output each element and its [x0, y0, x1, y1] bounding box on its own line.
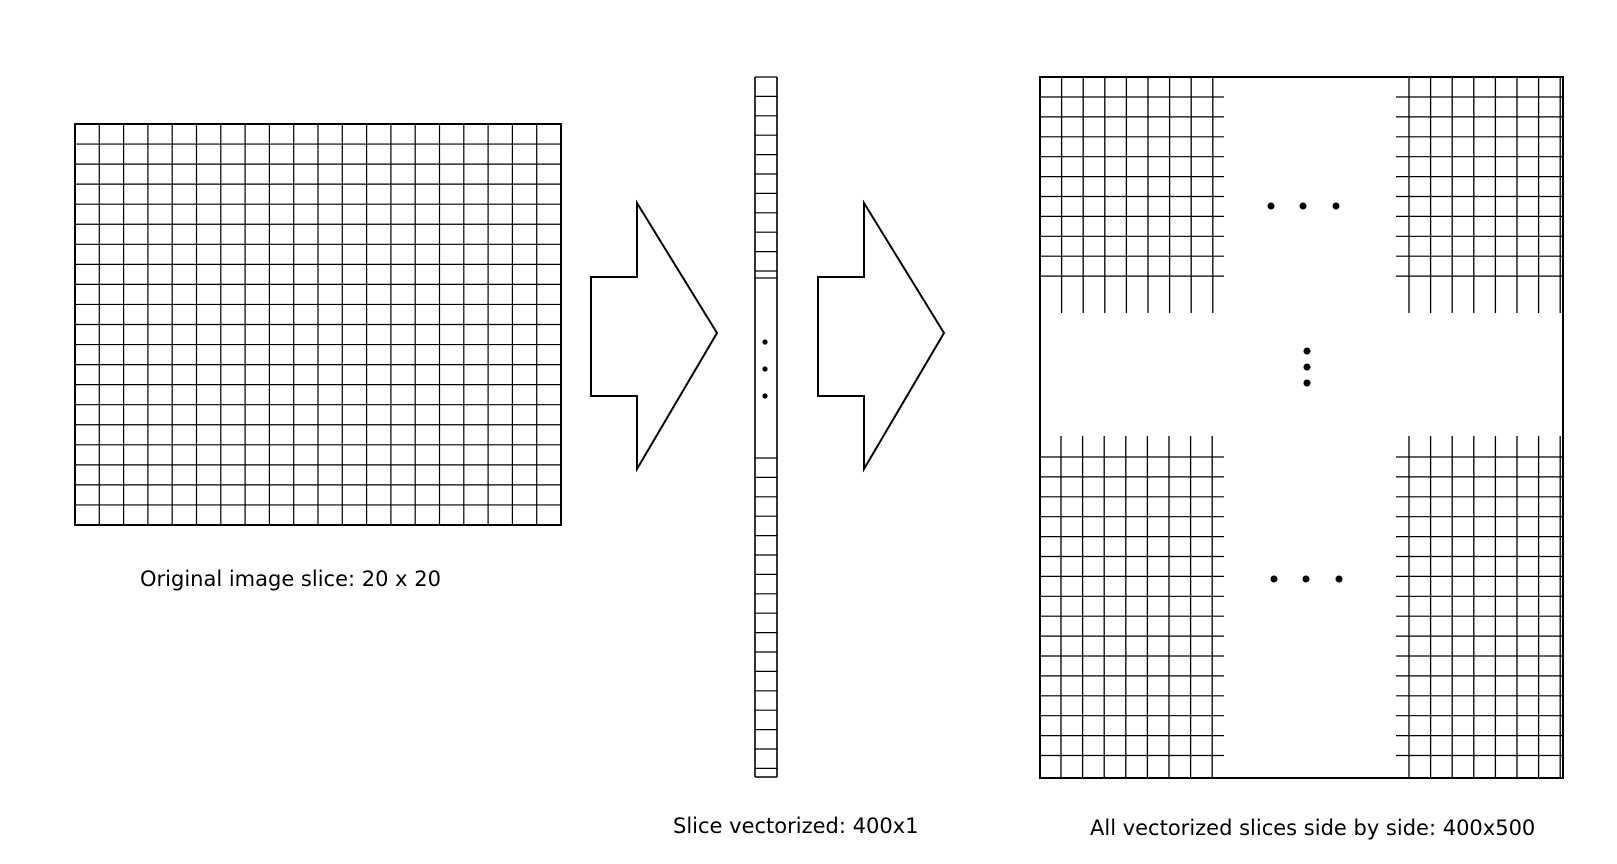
ellipsis-dot [1299, 202, 1307, 210]
vectorized-slice-column [754, 76, 778, 778]
slices-block-bottom-left [1040, 436, 1224, 778]
ellipsis-dot [1267, 202, 1275, 210]
all-slices-frame [1039, 76, 1564, 779]
vectorized-slice-panel: Slice vectorized: 400x1 [673, 76, 918, 838]
slices-block-top-left [1039, 77, 1224, 313]
arrow-right-2 [817, 199, 946, 473]
all-slices-caption: All vectorized slices side by side: 400x… [1090, 816, 1535, 840]
all-slices-panel: All vectorized slices side by side: 400x… [1039, 76, 1564, 840]
vertical-ellipsis [762, 339, 768, 399]
ellipsis-dot [1335, 575, 1343, 583]
ellipsis-dot [1303, 379, 1311, 387]
ellipsis-dot [762, 366, 768, 372]
horizontal-ellipsis-bottom [1270, 575, 1343, 583]
vertical-ellipsis-center [1303, 347, 1311, 387]
vectorized-slice-caption: Slice vectorized: 400x1 [673, 814, 918, 838]
ellipsis-dot [1302, 575, 1310, 583]
arrow-right-1 [590, 199, 719, 473]
original-slice-panel: Original image slice: 20 x 20 [74, 123, 562, 591]
slices-block-bottom-right [1396, 436, 1563, 778]
original-slice-caption: Original image slice: 20 x 20 [140, 567, 441, 591]
slices-block-top-right [1396, 77, 1563, 313]
ellipsis-dot [1332, 202, 1340, 210]
ellipsis-dot [1303, 347, 1311, 355]
ellipsis-dot [1303, 363, 1311, 371]
horizontal-ellipsis-top [1267, 202, 1340, 210]
ellipsis-dot [1270, 575, 1278, 583]
original-slice-grid [74, 123, 562, 526]
ellipsis-dot [762, 393, 768, 399]
ellipsis-dot [762, 339, 768, 345]
